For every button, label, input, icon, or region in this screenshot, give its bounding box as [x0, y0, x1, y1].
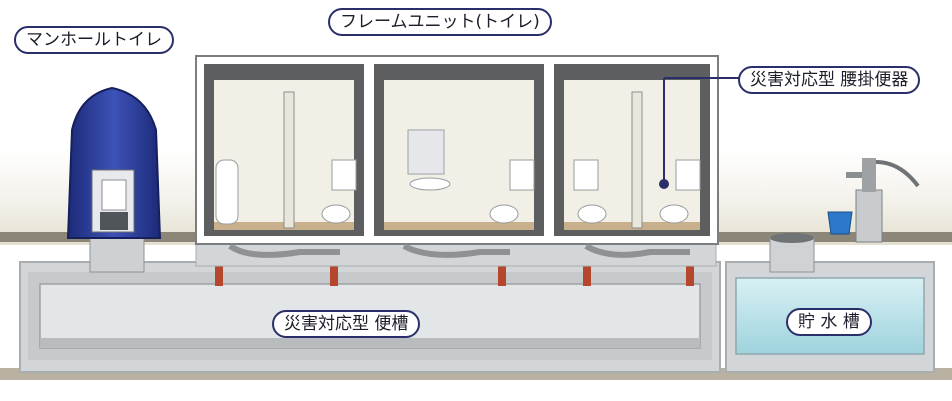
tent — [66, 86, 162, 239]
manhole-toilet-illustration — [66, 86, 162, 273]
label-disaster-septic-tank: 災害対応型 便槽 — [272, 310, 421, 338]
booth — [204, 64, 364, 236]
label-water-storage-tank: 貯 水 槽 — [786, 308, 872, 336]
booth — [554, 64, 710, 236]
label-disaster-western-toilet: 災害対応型 腰掛便器 — [738, 66, 921, 94]
booth — [374, 64, 544, 236]
label-frame-unit: フレームユニット(トイレ) — [328, 8, 552, 36]
frame-unit-illustration — [195, 55, 740, 267]
label-manhole-toilet: マンホールトイレ — [14, 26, 174, 54]
